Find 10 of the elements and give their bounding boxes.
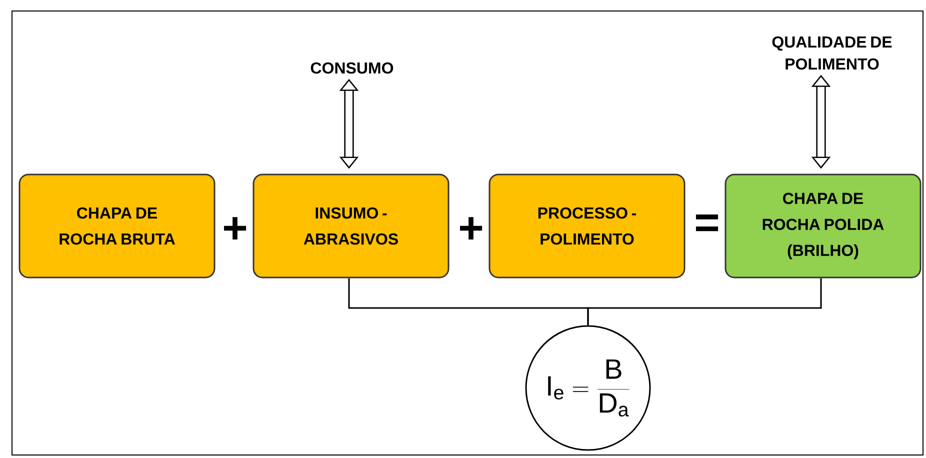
operator-sign: + (224, 217, 246, 240)
label-text: CONSUMO (310, 62, 394, 74)
process-box: INSUMO - ABRASIVOS (252, 174, 450, 278)
operator-sign: = (696, 214, 718, 232)
process-box: CHAPA DE ROCHA BRUTA (18, 174, 216, 278)
operator-sign: + (460, 217, 482, 240)
process-box: CHAPA DE ROCHA POLIDA (BRILHO) (724, 174, 922, 278)
process-box: PROCESSO - POLIMENTO (488, 174, 686, 278)
label-text: QUALIDADE DE POLIMENTO (772, 36, 892, 70)
connector-line (587, 278, 822, 326)
